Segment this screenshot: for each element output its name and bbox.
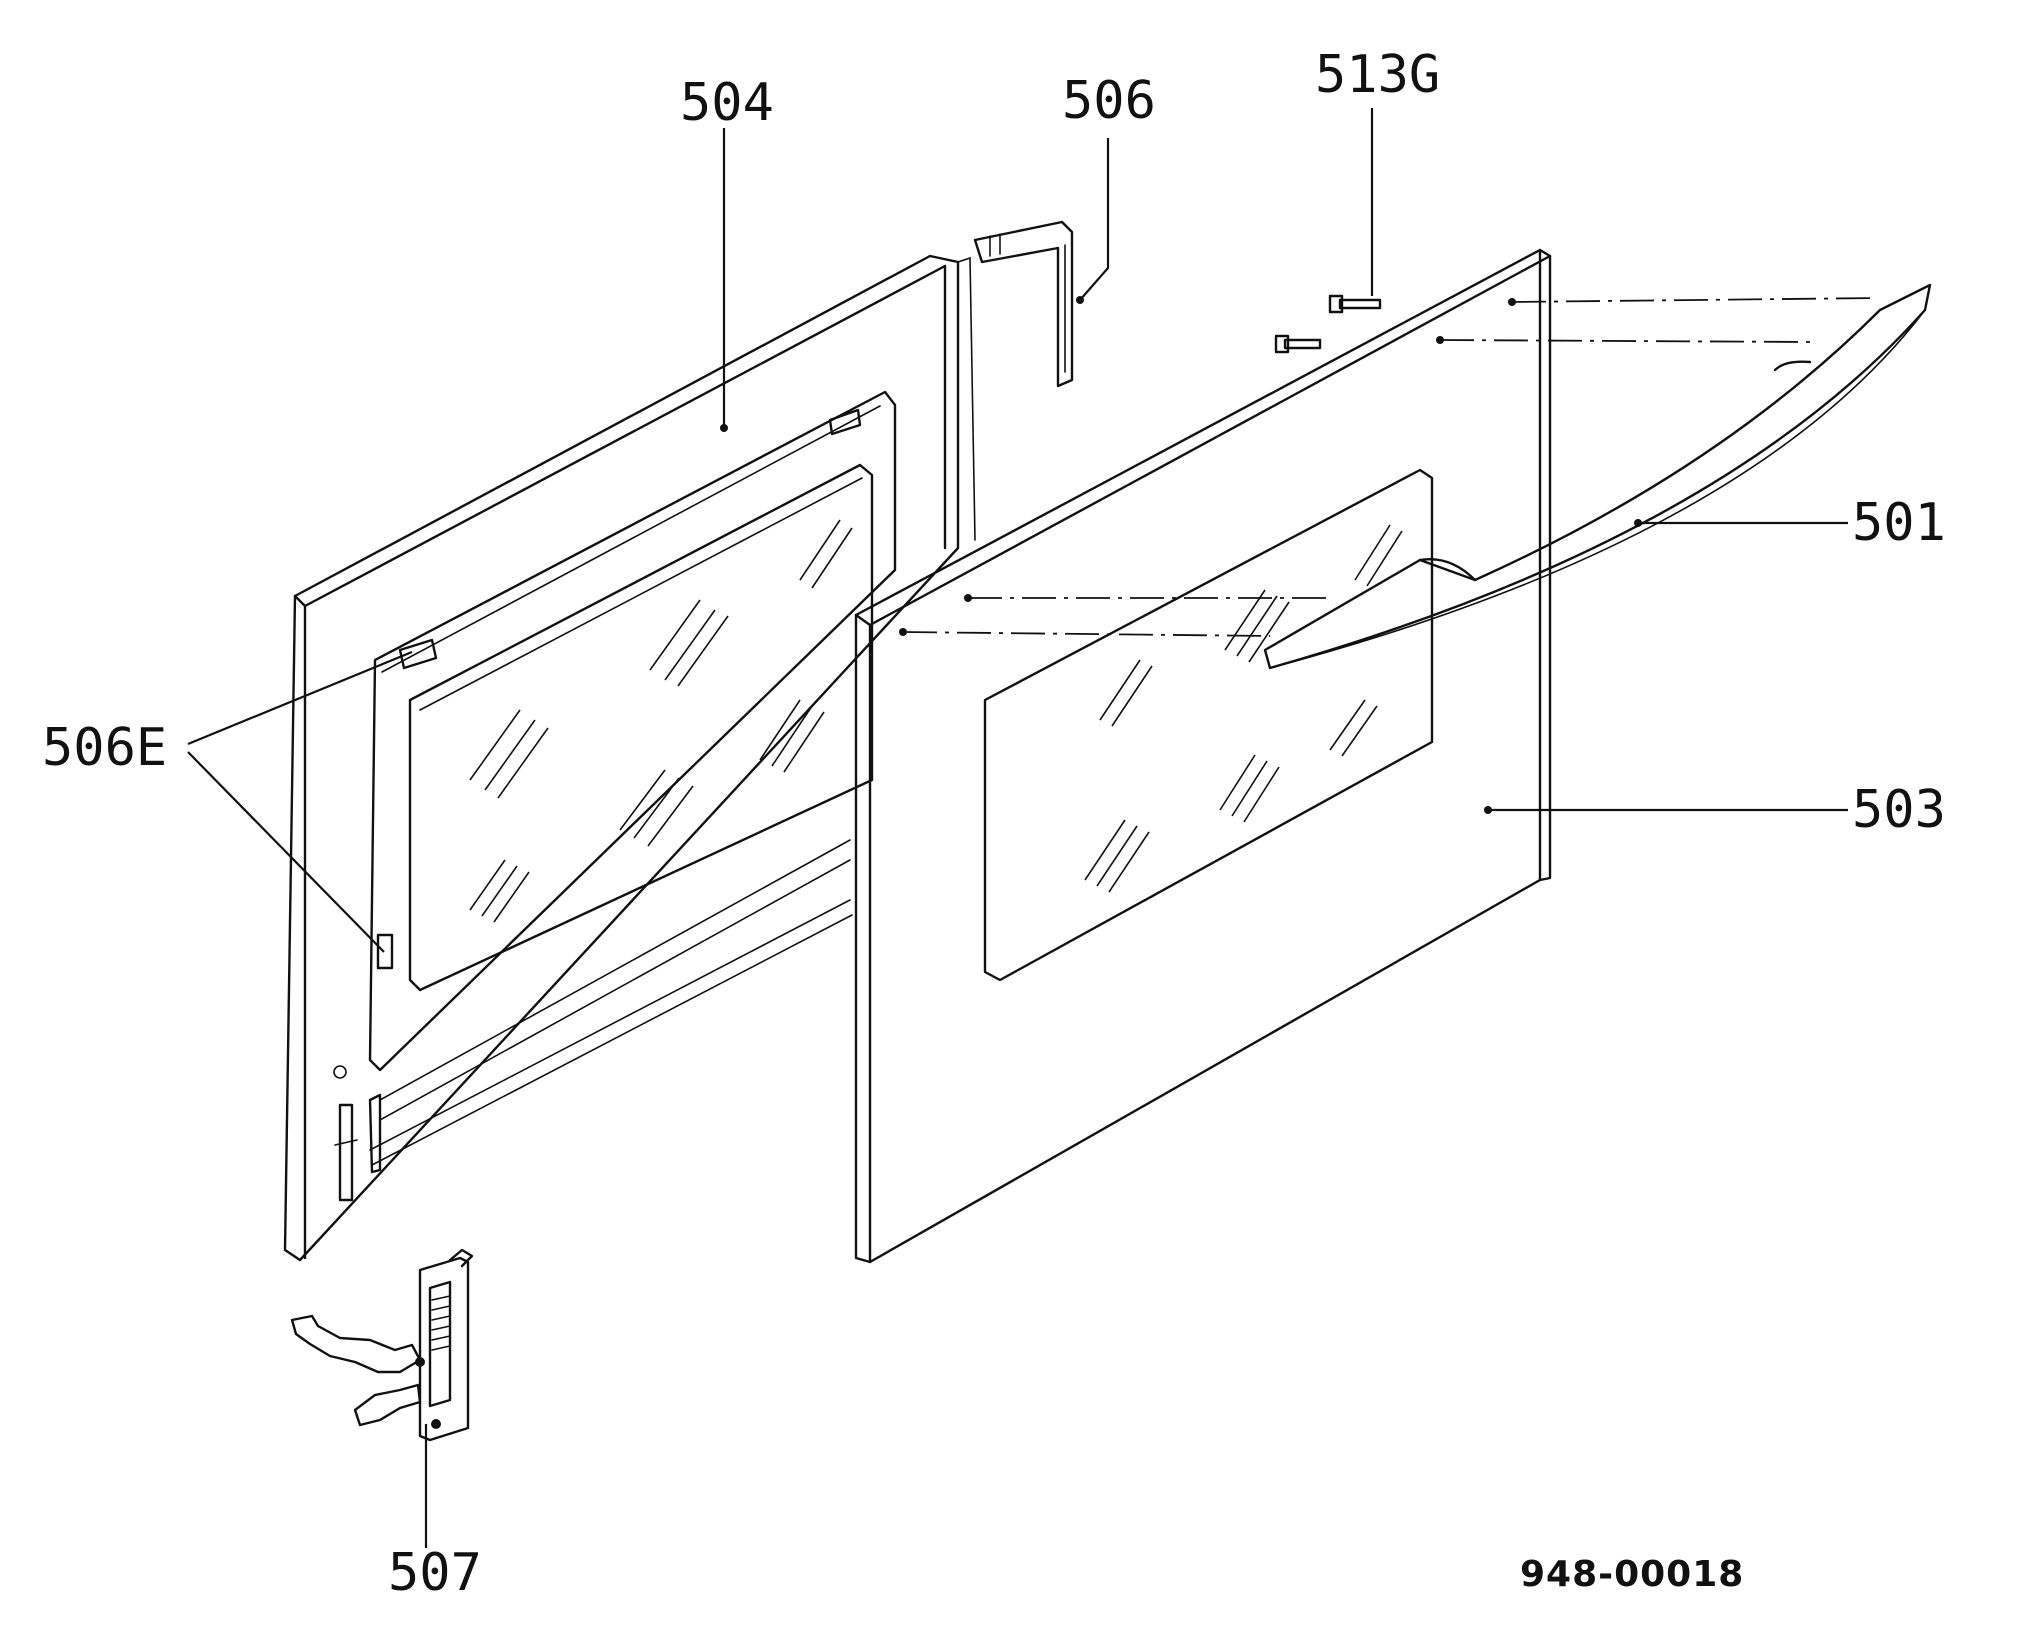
- handle-501: [1263, 283, 1932, 670]
- label-507: 507: [388, 1543, 482, 1603]
- assembly-lines: [899, 297, 1879, 637]
- screws-513g: [1274, 294, 1382, 354]
- drawing-number: 948-00018: [1520, 1554, 1744, 1595]
- top-seal-506: [973, 220, 1074, 388]
- label-501: 501: [1852, 493, 1946, 553]
- inner-door-panel-504: [283, 254, 976, 1262]
- label-503: 503: [1852, 780, 1946, 840]
- hinge-507: [290, 1248, 474, 1442]
- part-labels: 504 506 513G 501 503 506E 507 948-00018: [42, 45, 1946, 1603]
- label-513g: 513G: [1315, 45, 1440, 105]
- label-506: 506: [1062, 71, 1156, 131]
- leader-lines: [187, 108, 1848, 1548]
- outer-door-panel-503: [854, 248, 1552, 1264]
- label-506e: 506E: [42, 718, 167, 778]
- label-504: 504: [680, 73, 774, 133]
